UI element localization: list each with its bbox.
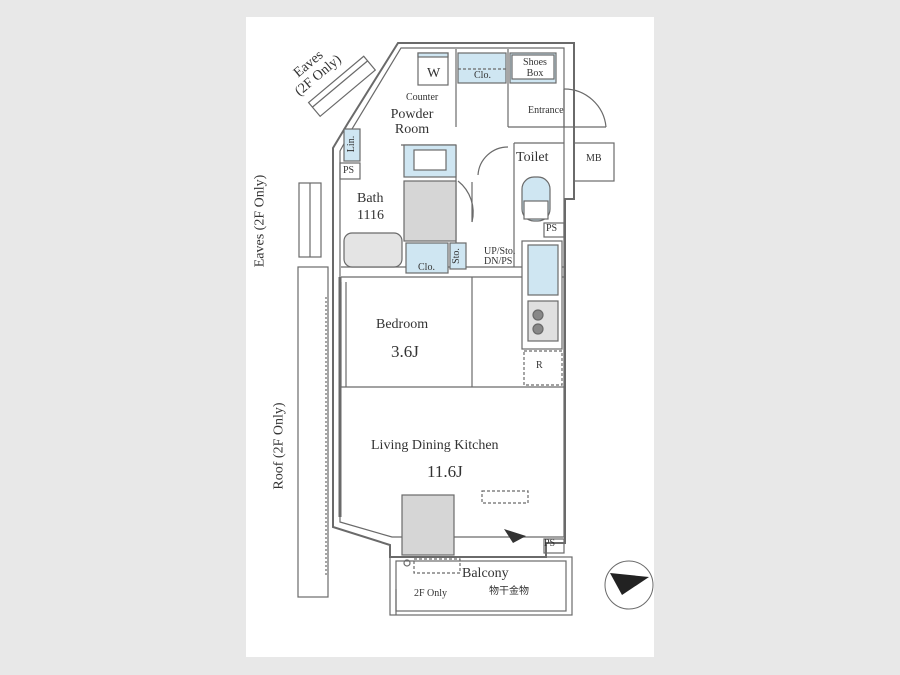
lin-label: Lin. bbox=[346, 135, 358, 153]
balcony-outline bbox=[389, 556, 573, 616]
counter-label: Counter bbox=[406, 92, 439, 103]
bedroom-size-label: 3.6J bbox=[391, 342, 419, 361]
north-arrow-triangle bbox=[504, 529, 526, 543]
kitchen-sink bbox=[527, 244, 559, 296]
dn-ps-label: DN/PS bbox=[484, 256, 513, 267]
eaves-top-outline bbox=[307, 55, 377, 118]
toilet-label: Toilet bbox=[516, 150, 549, 165]
roof-left-label: Roof (2F Only) bbox=[271, 402, 287, 490]
drying-rack-label: 物干金物 bbox=[489, 586, 529, 597]
clo-mid-box bbox=[405, 242, 449, 274]
shoes-box-label: Shoes Box bbox=[523, 57, 547, 79]
clo-top-label: Clo. bbox=[474, 70, 491, 81]
ps-bottom-label: PS bbox=[544, 538, 556, 549]
floor-plan-sheet: Eaves (2F Only) Eaves (2F Only) Roof (2F… bbox=[246, 17, 654, 657]
ps-top-label: PS bbox=[343, 165, 355, 176]
bedroom-label: Bedroom bbox=[376, 317, 429, 332]
stove bbox=[527, 300, 559, 342]
entrance-label: Entrance bbox=[528, 105, 564, 116]
clo-mid-label: Clo. bbox=[418, 262, 435, 273]
floor-plan-drawing bbox=[297, 42, 654, 616]
clo-top-box bbox=[457, 52, 507, 84]
bath-grey-area bbox=[403, 180, 457, 242]
ps-bottom-box bbox=[543, 538, 565, 554]
balcony-label: Balcony bbox=[462, 566, 509, 581]
eaves-left-label: Eaves (2F Only) bbox=[252, 174, 268, 268]
ps-right-box bbox=[543, 222, 565, 238]
bath-label: Bath bbox=[357, 191, 384, 206]
column-grey bbox=[401, 494, 455, 556]
mb-box bbox=[573, 142, 615, 182]
ldk-size-label: 11.6J bbox=[427, 462, 463, 481]
bathtub bbox=[343, 232, 403, 268]
compass-graphic bbox=[604, 560, 654, 610]
roof-left-outline bbox=[297, 266, 329, 598]
lin-box bbox=[343, 128, 361, 162]
sto-label: Sto. bbox=[450, 248, 462, 264]
mb-label: MB bbox=[586, 153, 602, 164]
up-sto-label: UP/Sto. bbox=[484, 246, 516, 257]
ps-top-box bbox=[339, 162, 361, 180]
sto-box bbox=[449, 242, 467, 270]
powder-room-label: Powder Room bbox=[390, 107, 434, 138]
ldk-label: Living Dining Kitchen bbox=[371, 438, 499, 453]
fridge-r-label: R bbox=[536, 360, 543, 371]
ps-right-label: PS bbox=[546, 223, 558, 234]
2f-only-label: 2F Only bbox=[414, 588, 448, 599]
w-label: W bbox=[427, 66, 441, 81]
fridge-box bbox=[523, 350, 563, 386]
bath-size-label: 1116 bbox=[357, 208, 384, 223]
